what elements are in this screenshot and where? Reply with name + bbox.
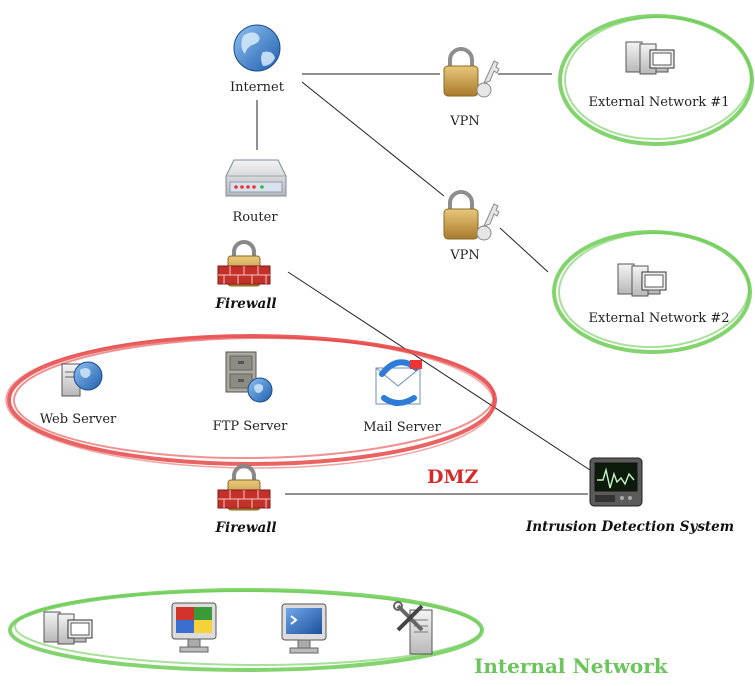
firewall-bottom-label: Firewall: [215, 520, 277, 536]
internal-network-ring: [8, 588, 484, 672]
monitor-waveform-icon: [589, 457, 643, 507]
globe-icon: [233, 24, 281, 72]
ids-label: Intrusion Detection System: [525, 519, 735, 535]
external-network-2-label: External Network #2: [588, 311, 730, 326]
line-firewall-ids: [287, 271, 591, 471]
workstations-icon: [617, 263, 667, 297]
padlock-key-icon: [443, 47, 500, 98]
internal-network-label: Internal Network: [474, 654, 668, 678]
web-server-icon: [61, 361, 103, 397]
dmz-ring: [5, 334, 497, 469]
external-network-1-label: External Network #1: [588, 95, 730, 110]
vpn-2-label: VPN: [450, 248, 480, 263]
vpn-1-label: VPN: [450, 114, 480, 129]
padlock-key-icon: [443, 190, 500, 241]
firewall-icon: [217, 464, 271, 511]
mail-server-label: Mail Server: [363, 420, 441, 435]
terminal-monitor-icon: [281, 603, 327, 654]
mail-icon: [375, 359, 422, 406]
ftp-server-label: FTP Server: [212, 419, 288, 434]
firewall-top-label: Firewall: [215, 296, 277, 312]
dmz-label: DMZ: [427, 466, 479, 488]
ftp-server-icon: [225, 351, 273, 403]
internet-label: Internet: [230, 80, 284, 95]
external-network-1-ring: [558, 14, 754, 146]
tools-server-icon: [393, 601, 433, 655]
line-internet-vpn2: [301, 81, 445, 197]
external-network-2-ring: [552, 230, 752, 354]
web-server-label: Web Server: [39, 412, 117, 427]
workstations-icon: [43, 611, 93, 645]
desktop-monitor-icon: [171, 602, 217, 653]
router-label: Router: [232, 210, 278, 225]
router-icon: [225, 159, 287, 197]
workstations-icon: [625, 41, 675, 75]
line-vpn2-ext2: [499, 227, 549, 273]
connector-lines: [256, 73, 591, 495]
firewall-icon: [217, 240, 271, 287]
